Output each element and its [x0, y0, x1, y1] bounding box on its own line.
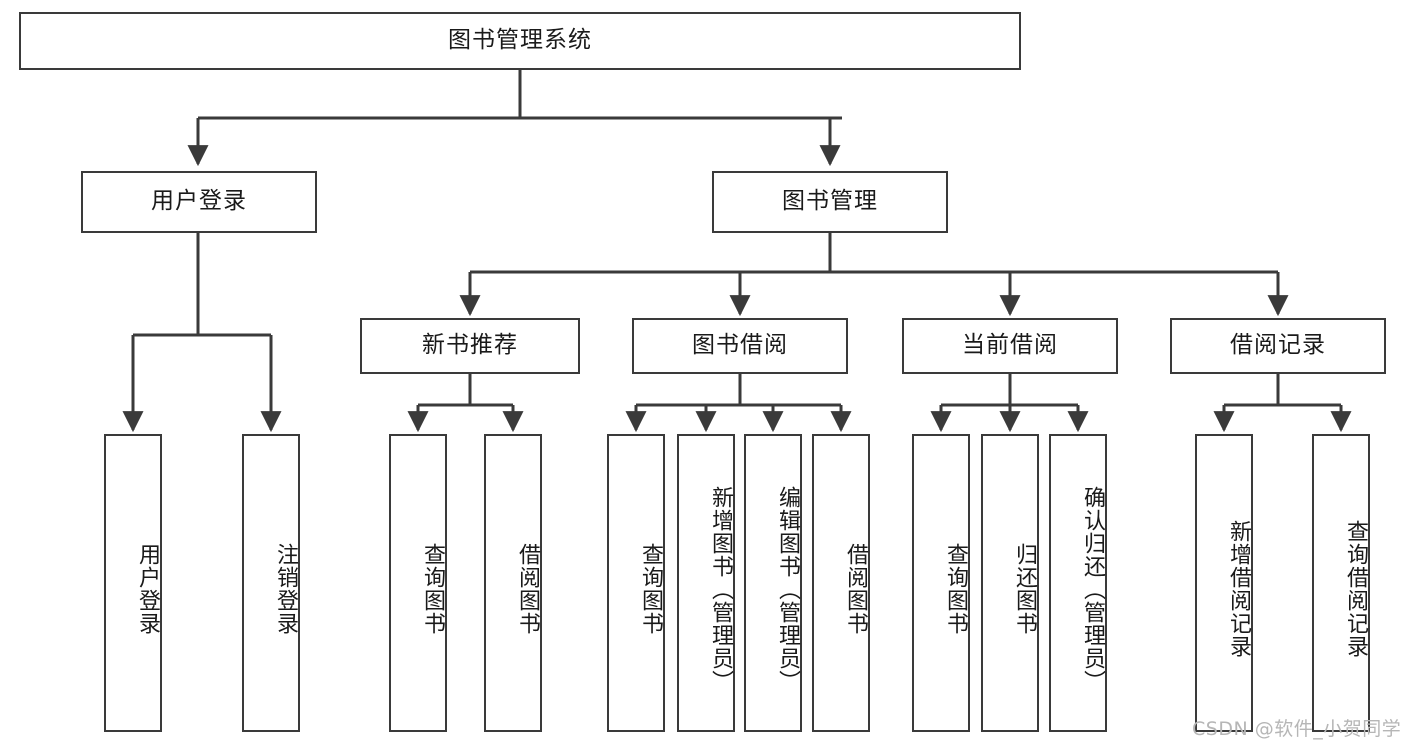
- leaf-confirm-return-admin[interactable]: 确认归还（管理员）: [1049, 434, 1107, 732]
- leaf-query-book-recommend[interactable]: 查询图书: [389, 434, 447, 732]
- node-label: 查询图书: [943, 543, 968, 635]
- node-label: 归还图书: [1012, 543, 1037, 635]
- node-borrow-record[interactable]: 借阅记录: [1170, 318, 1386, 374]
- leaf-add-borrow-record[interactable]: 新增借阅记录: [1195, 434, 1253, 732]
- node-label: 图书管理系统: [448, 27, 592, 54]
- node-label: 查询借阅记录: [1343, 520, 1368, 658]
- leaf-query-borrow-record[interactable]: 查询借阅记录: [1312, 434, 1370, 732]
- node-label: 注销登录: [273, 543, 298, 635]
- node-label: 借阅图书: [515, 543, 540, 635]
- node-book-manage[interactable]: 图书管理: [712, 171, 948, 233]
- node-label: 图书借阅: [692, 332, 788, 359]
- leaf-borrow-book-recommend[interactable]: 借阅图书: [484, 434, 542, 732]
- leaf-logout-login[interactable]: 注销登录: [242, 434, 300, 732]
- leaf-query-book-borrow[interactable]: 查询图书: [607, 434, 665, 732]
- node-label: 图书管理: [782, 188, 878, 215]
- node-label: 借阅记录: [1230, 332, 1326, 359]
- node-user-login[interactable]: 用户登录: [81, 171, 317, 233]
- node-new-book-recommend[interactable]: 新书推荐: [360, 318, 580, 374]
- node-root-book-management-system[interactable]: 图书管理系统: [19, 12, 1021, 70]
- watermark-text: CSDN @软件_小贺同学: [1192, 718, 1402, 740]
- node-label: 当前借阅: [962, 332, 1058, 359]
- node-label: 新增借阅记录: [1226, 520, 1251, 658]
- leaf-user-login[interactable]: 用户登录: [104, 434, 162, 732]
- leaf-query-book-current[interactable]: 查询图书: [912, 434, 970, 732]
- leaf-add-book-admin[interactable]: 新增图书（管理员）: [677, 434, 735, 732]
- node-label: 用户登录: [151, 188, 247, 215]
- node-book-borrow[interactable]: 图书借阅: [632, 318, 848, 374]
- node-label: 编辑图书（管理员）: [775, 485, 800, 693]
- leaf-edit-book-admin[interactable]: 编辑图书（管理员）: [744, 434, 802, 732]
- node-current-borrow[interactable]: 当前借阅: [902, 318, 1118, 374]
- node-label: 借阅图书: [843, 543, 868, 635]
- node-label: 新增图书（管理员）: [708, 485, 733, 693]
- node-label: 用户登录: [135, 543, 160, 635]
- node-label: 新书推荐: [422, 332, 518, 359]
- node-label: 查询图书: [420, 543, 445, 635]
- leaf-return-book[interactable]: 归还图书: [981, 434, 1039, 732]
- leaf-borrow-book[interactable]: 借阅图书: [812, 434, 870, 732]
- node-label: 查询图书: [638, 543, 663, 635]
- node-label: 确认归还（管理员）: [1080, 485, 1105, 693]
